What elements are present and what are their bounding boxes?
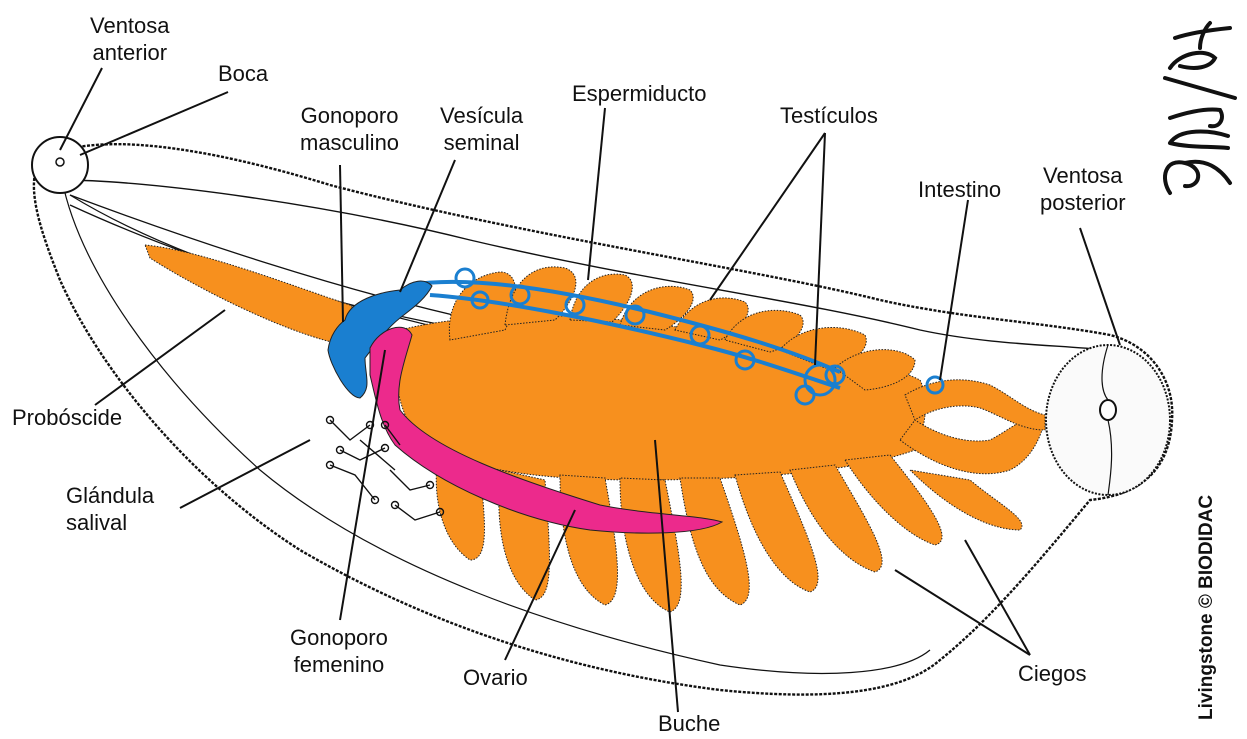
label-intestino: Intestino xyxy=(918,176,1001,203)
label-buche: Buche xyxy=(658,710,720,737)
label-gonoporo-femenino: Gonoporo femenino xyxy=(290,624,388,678)
label-proboscide: Probóscide xyxy=(12,404,122,431)
label-ventosa-anterior: Ventosa anterior xyxy=(90,12,170,66)
artist-signature xyxy=(1150,18,1240,203)
label-vesicula-seminal: Vesícula seminal xyxy=(440,102,523,156)
proboscis xyxy=(145,245,359,345)
label-gonoporo-masculino: Gonoporo masculino xyxy=(300,102,399,156)
label-boca: Boca xyxy=(218,60,268,87)
label-testiculos: Testículos xyxy=(780,102,878,129)
posterior-sucker xyxy=(1046,345,1170,495)
label-ventosa-posterior: Ventosa posterior xyxy=(1040,162,1126,216)
anterior-sucker xyxy=(32,137,88,193)
label-ciegos: Ciegos xyxy=(1018,660,1086,687)
label-espermiducto: Espermiducto xyxy=(572,80,707,107)
label-ovario: Ovario xyxy=(463,664,528,691)
label-glandula-salival: Glándula salival xyxy=(66,482,154,536)
crop xyxy=(395,267,1045,612)
credit-text: Livingstone © BIODIDAC xyxy=(1196,495,1218,720)
